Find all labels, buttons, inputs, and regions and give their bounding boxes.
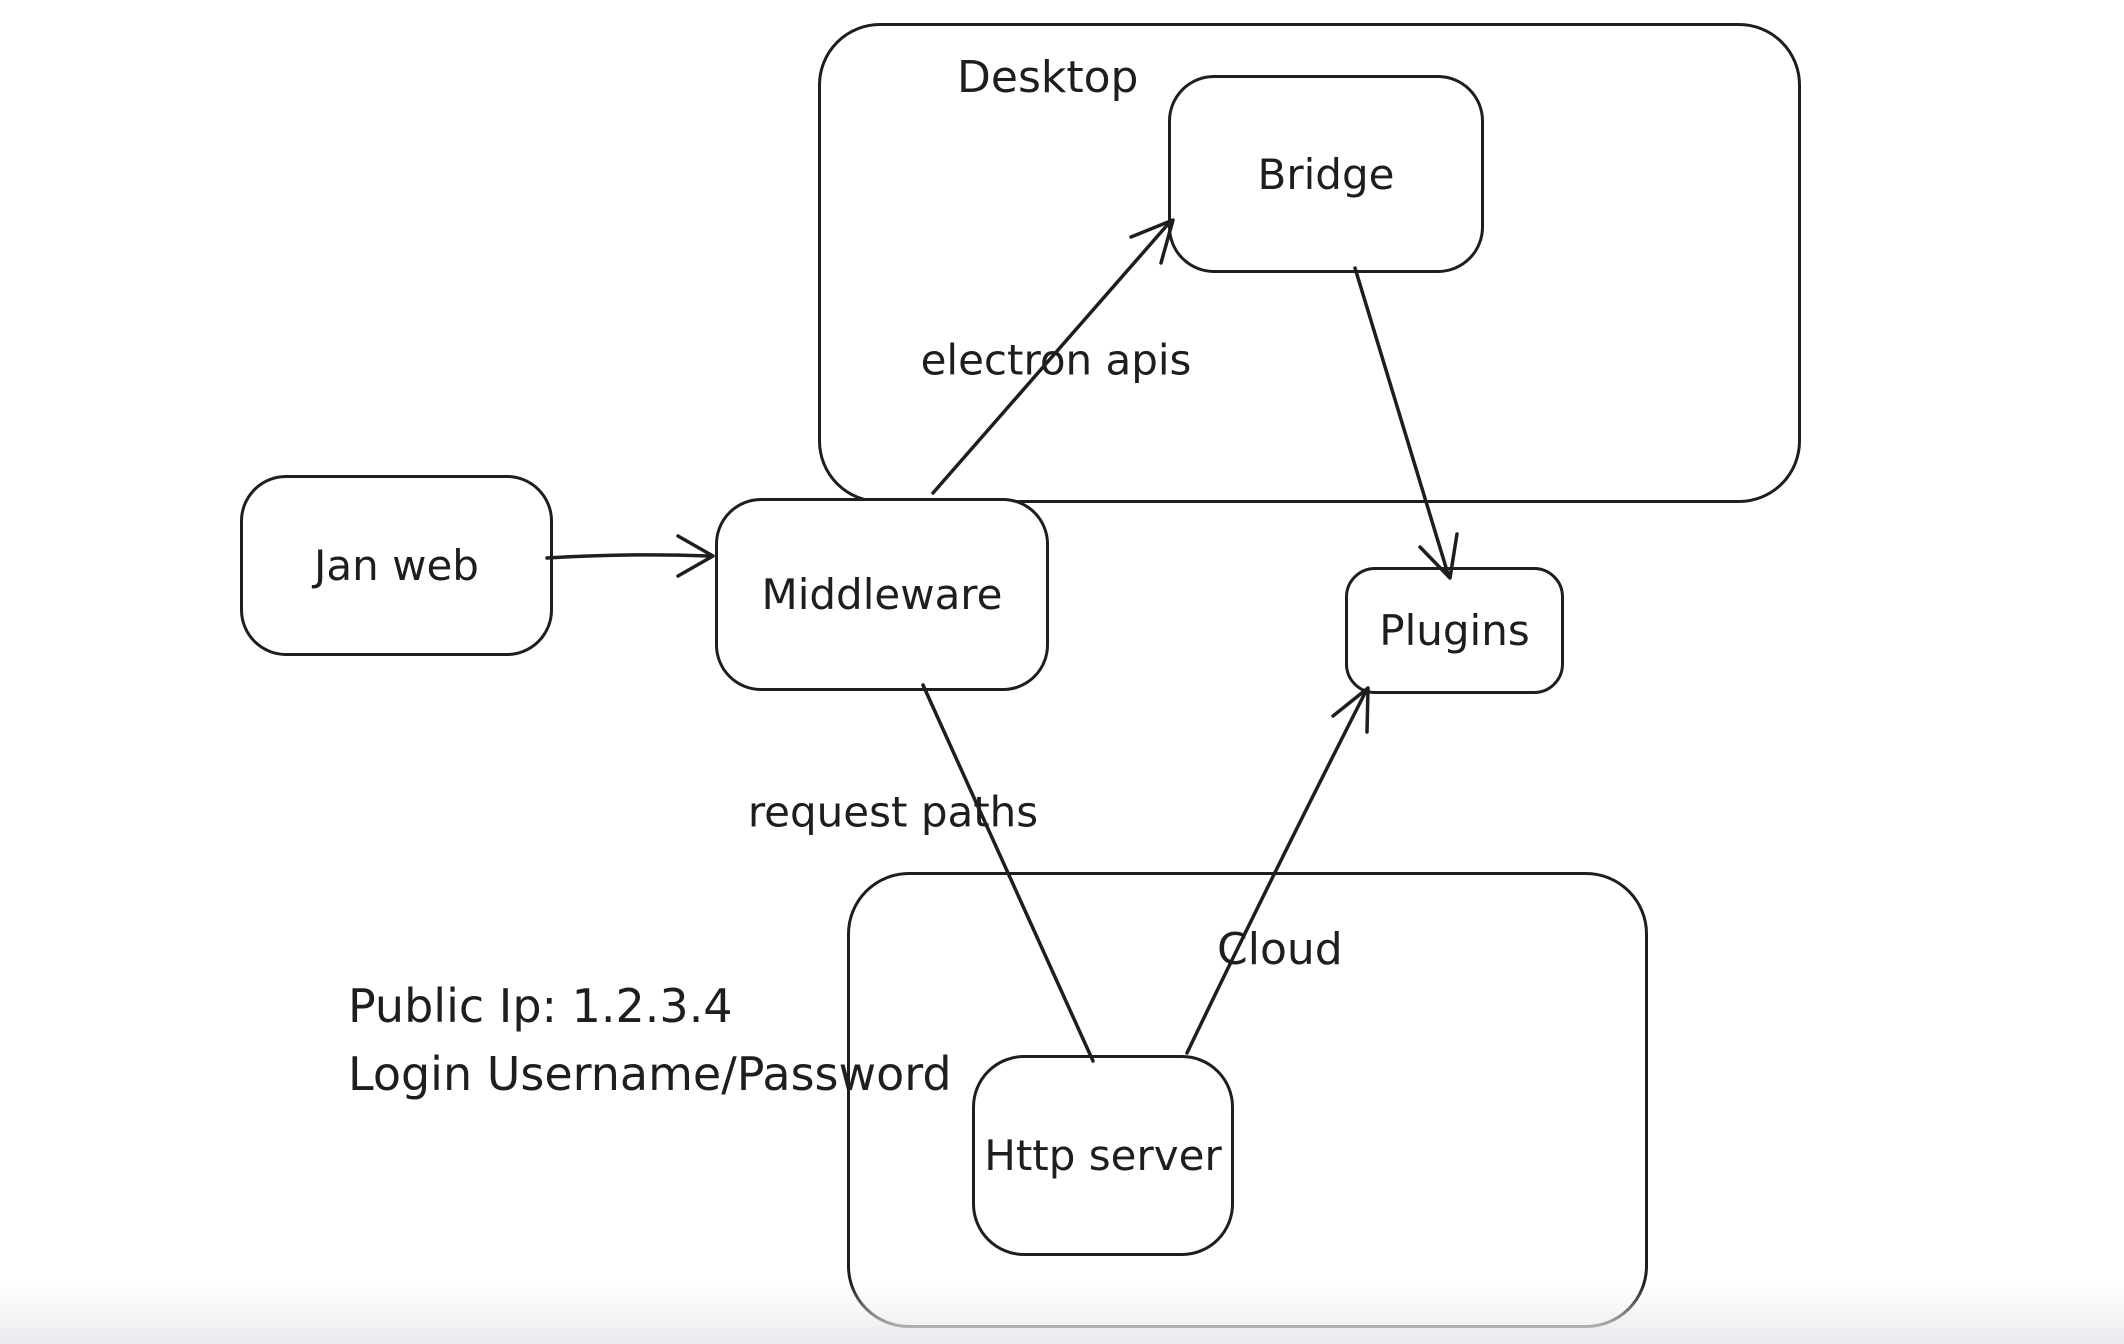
- node-middleware-label: Middleware: [761, 570, 1003, 619]
- node-middleware[interactable]: Middleware: [715, 498, 1049, 691]
- annotation-public-ip[interactable]: Public Ip: 1.2.3.4 Login Username/Passwo…: [348, 972, 952, 1108]
- node-plugins-label: Plugins: [1379, 606, 1530, 655]
- container-desktop[interactable]: [818, 23, 1801, 503]
- node-http-server[interactable]: Http server: [972, 1055, 1234, 1256]
- annotation-line-2: Login Username/Password: [348, 1047, 952, 1101]
- annotation-line-1: Public Ip: 1.2.3.4: [348, 979, 733, 1033]
- arrowhead-janweb-to-middleware: [676, 534, 715, 578]
- node-jan-web[interactable]: Jan web: [240, 475, 553, 656]
- node-bridge[interactable]: Bridge: [1168, 75, 1484, 273]
- container-desktop-label[interactable]: Desktop: [957, 52, 1139, 103]
- node-bridge-label: Bridge: [1257, 149, 1395, 199]
- node-plugins[interactable]: Plugins: [1345, 567, 1564, 694]
- arrowhead-httpserver-to-plugins: [1331, 686, 1370, 734]
- edge-label-electron-apis[interactable]: electron apis: [920, 335, 1192, 385]
- node-jan-web-label: Jan web: [314, 541, 479, 590]
- node-http-server-label: Http server: [984, 1131, 1222, 1180]
- container-cloud-label[interactable]: Cloud: [1217, 924, 1343, 975]
- edge-label-request-paths[interactable]: request paths: [747, 787, 1039, 837]
- edge-janweb-to-middleware[interactable]: [545, 553, 711, 560]
